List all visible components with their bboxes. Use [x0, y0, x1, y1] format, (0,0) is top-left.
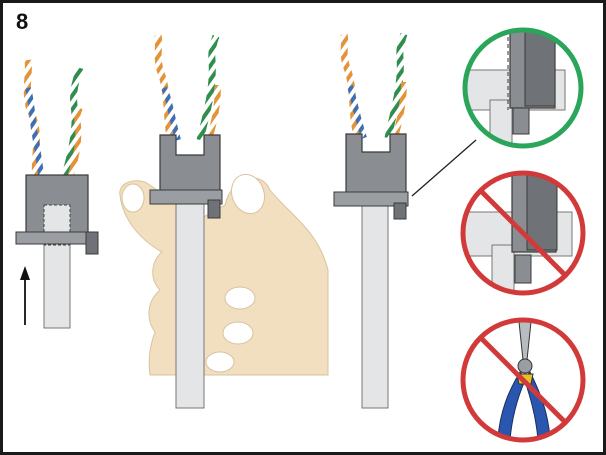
connector-2-flange — [149, 189, 223, 205]
panel-3-seated — [333, 32, 477, 409]
up-arrow-icon — [20, 266, 30, 325]
wire-pair-orange-3 — [340, 33, 362, 140]
connector-2-body — [159, 134, 221, 193]
panel-2-hold — [119, 34, 329, 409]
cable-2 — [175, 199, 205, 409]
cable-3 — [361, 199, 389, 409]
connector-1-latch — [85, 231, 99, 255]
fingernail-index — [224, 286, 256, 310]
wire-pair-green-2 — [196, 34, 220, 141]
step-number: 8 — [16, 9, 29, 34]
fingernail-thumb-top — [121, 183, 145, 213]
cable-1 — [43, 239, 71, 329]
wire-pair-blue-2 — [161, 86, 181, 141]
prohibited-circle-icon — [460, 170, 586, 296]
fingernail-ring — [205, 351, 235, 373]
connector-2-latch — [207, 199, 221, 219]
connector-3-body — [345, 133, 407, 195]
fingernail-thumb — [230, 173, 266, 215]
wire-pair-green-1 — [56, 66, 84, 194]
hand-shape — [119, 177, 329, 376]
wire-pair-orange-2 — [154, 34, 176, 146]
wire-pair-green-3 — [384, 32, 408, 139]
connector-1-flange — [15, 231, 89, 245]
check-circle-icon — [462, 27, 584, 149]
callout-line — [411, 139, 477, 197]
wire-pair-blue-1 — [25, 87, 47, 193]
no-pliers-icon — [460, 317, 586, 443]
connector-3-latch — [393, 202, 407, 220]
connector-3-flange — [333, 191, 409, 207]
wire-pair-orange-1b — [63, 106, 83, 193]
panel-1-insert — [15, 59, 99, 329]
fingernail-middle — [222, 321, 254, 345]
